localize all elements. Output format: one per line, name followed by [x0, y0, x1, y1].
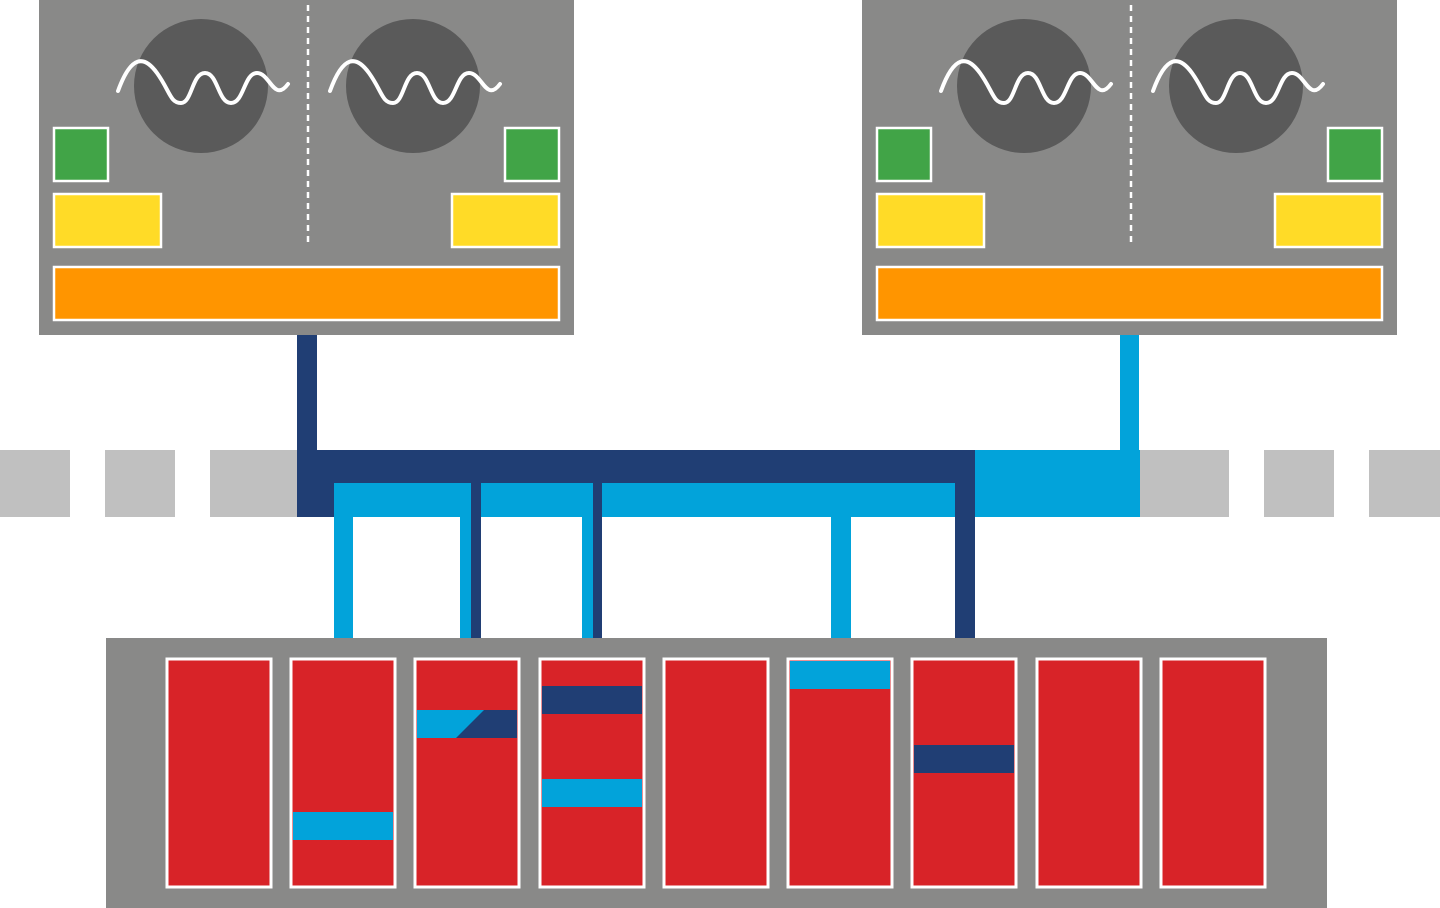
fan-icon: [1169, 19, 1303, 153]
cable-light-drop-right-server: [1120, 335, 1139, 455]
drive: [1035, 657, 1143, 889]
drive: [786, 657, 894, 889]
status-indicator-yellow: [1273, 192, 1384, 249]
floor-tile: [210, 450, 300, 517]
drive-stripe-dark: [914, 745, 1014, 773]
floor-tile: [105, 450, 175, 517]
server-left: [39, 0, 574, 335]
cable-light-drop: [582, 483, 593, 639]
floor-tile: [1369, 450, 1440, 517]
drive-stripe-dark: [456, 710, 517, 738]
cable-dark-drop: [955, 483, 975, 639]
cable-dark-drop: [593, 483, 602, 639]
drive: [413, 657, 521, 889]
cable-light-backbone: [970, 450, 1140, 517]
network-cables: [297, 335, 1140, 639]
fan-icon: [346, 19, 480, 153]
status-bar-orange: [875, 265, 1384, 322]
floor-tile: [0, 450, 70, 517]
fan-icon: [957, 19, 1091, 153]
floor-tile: [1264, 450, 1334, 517]
status-indicator-yellow: [450, 192, 561, 249]
drive-bays: [165, 657, 1267, 889]
server-right: [862, 0, 1397, 335]
cable-dark-drop-left-server: [297, 335, 317, 455]
drive-stripe-light: [790, 661, 890, 689]
cable-light-drop: [460, 483, 471, 639]
sine-wave-icon: [1151, 59, 1325, 106]
cable-light-bus: [334, 483, 955, 517]
status-indicator-green: [52, 126, 110, 183]
cable-light-drop: [831, 483, 851, 639]
fan-icon: [134, 19, 268, 153]
status-indicator-yellow: [52, 192, 163, 249]
drive: [1159, 657, 1267, 889]
sine-wave-icon: [939, 59, 1113, 106]
cable-dark-drop: [471, 483, 481, 639]
status-bar-orange: [52, 265, 561, 322]
storage-array: [106, 638, 1327, 908]
status-indicator-green: [875, 126, 933, 183]
status-indicator-green: [1326, 126, 1384, 183]
status-indicator-green: [503, 126, 561, 183]
drive-stripe-light: [293, 812, 393, 840]
drive: [165, 657, 273, 889]
drive: [662, 657, 770, 889]
floor-tiles: [0, 450, 1440, 517]
sine-wave-icon: [328, 59, 502, 106]
cable-light-drop: [334, 483, 353, 639]
drive-stripe-dark: [542, 686, 642, 714]
drive-stripe-light: [542, 779, 642, 807]
drive: [289, 657, 397, 889]
floor-tile: [1140, 450, 1229, 517]
status-indicator-yellow: [875, 192, 986, 249]
sine-wave-icon: [116, 59, 290, 106]
